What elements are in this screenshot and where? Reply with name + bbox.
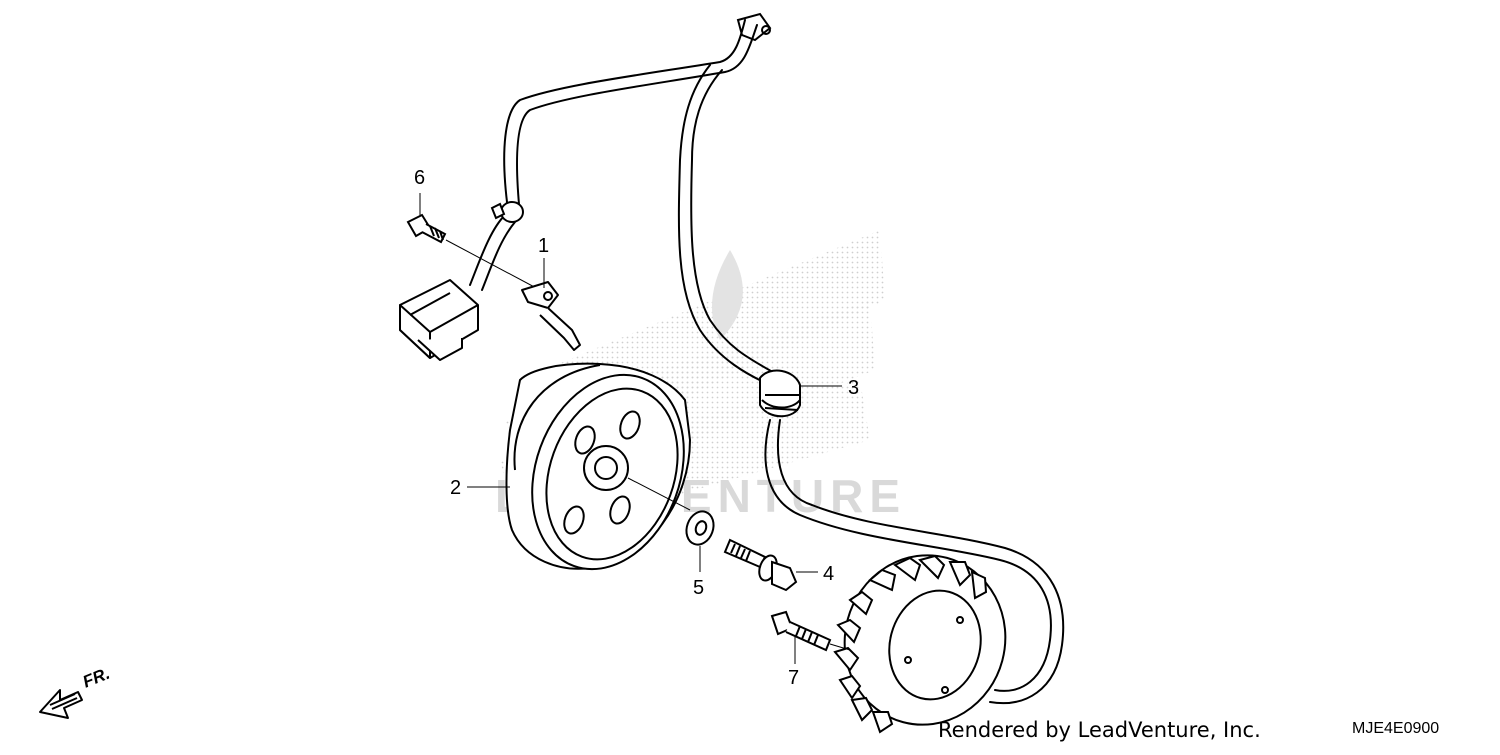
callout-3: 3 <box>848 377 860 399</box>
callout-6: 6 <box>414 167 426 189</box>
front-direction-arrow <box>39 689 83 719</box>
callout-1: 1 <box>538 235 550 257</box>
callout-5: 5 <box>693 577 705 599</box>
callout-7: 7 <box>788 667 800 689</box>
stator <box>833 554 1007 734</box>
leader-7-link <box>829 643 851 651</box>
callout-leaders <box>419 193 842 664</box>
render-credit: Rendered by LeadVenture, Inc. <box>938 718 1261 742</box>
bolt-6 <box>406 213 447 244</box>
harness-grommet <box>490 201 524 223</box>
bolt-7 <box>770 610 832 652</box>
coupler-connector <box>399 279 479 361</box>
leader-flywheel-center <box>627 477 691 511</box>
grommet-3 <box>759 369 801 418</box>
wire-harness <box>469 12 1065 705</box>
leader-6 <box>445 239 541 291</box>
callout-4: 4 <box>823 563 835 585</box>
callout-2: 2 <box>450 477 462 499</box>
washer-5 <box>685 510 715 546</box>
flywheel-2 <box>505 362 692 571</box>
flange-bolt-4 <box>723 538 798 592</box>
diagram-code: MJE4E0900 <box>1352 720 1440 737</box>
clamp-bracket-1 <box>521 281 581 351</box>
